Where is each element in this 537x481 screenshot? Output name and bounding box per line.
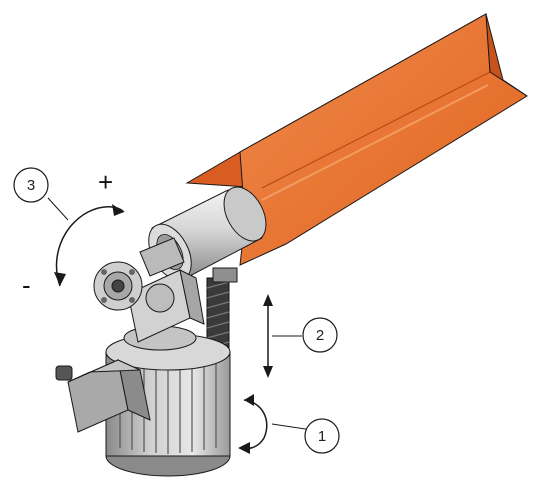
trough-end-lip xyxy=(485,13,528,97)
rotation-arrow-3 xyxy=(54,204,125,287)
callout-1: 1 xyxy=(304,418,340,454)
leader-lines xyxy=(47,197,313,431)
callout-2-label: 2 xyxy=(316,327,324,344)
plus-sign: + xyxy=(98,167,113,197)
callout-2: 2 xyxy=(302,317,338,353)
rotation-arrow-1 xyxy=(238,394,268,454)
arrow-head-plus xyxy=(112,204,124,216)
arrow-head-minus xyxy=(54,272,66,286)
trough xyxy=(185,13,528,266)
output-flange xyxy=(93,237,185,311)
vertical-arrow-2 xyxy=(263,294,273,378)
trough-front-wall xyxy=(239,13,528,266)
gearbox xyxy=(127,269,205,343)
terminal-box xyxy=(55,359,151,433)
callout-3: 3 xyxy=(13,167,49,203)
minus-sign: - xyxy=(22,270,31,300)
trough-inner-highlight xyxy=(261,84,489,201)
callout-3-label: 3 xyxy=(27,177,35,194)
trough-fold-line xyxy=(261,71,491,189)
callout-1-label: 1 xyxy=(318,428,326,445)
